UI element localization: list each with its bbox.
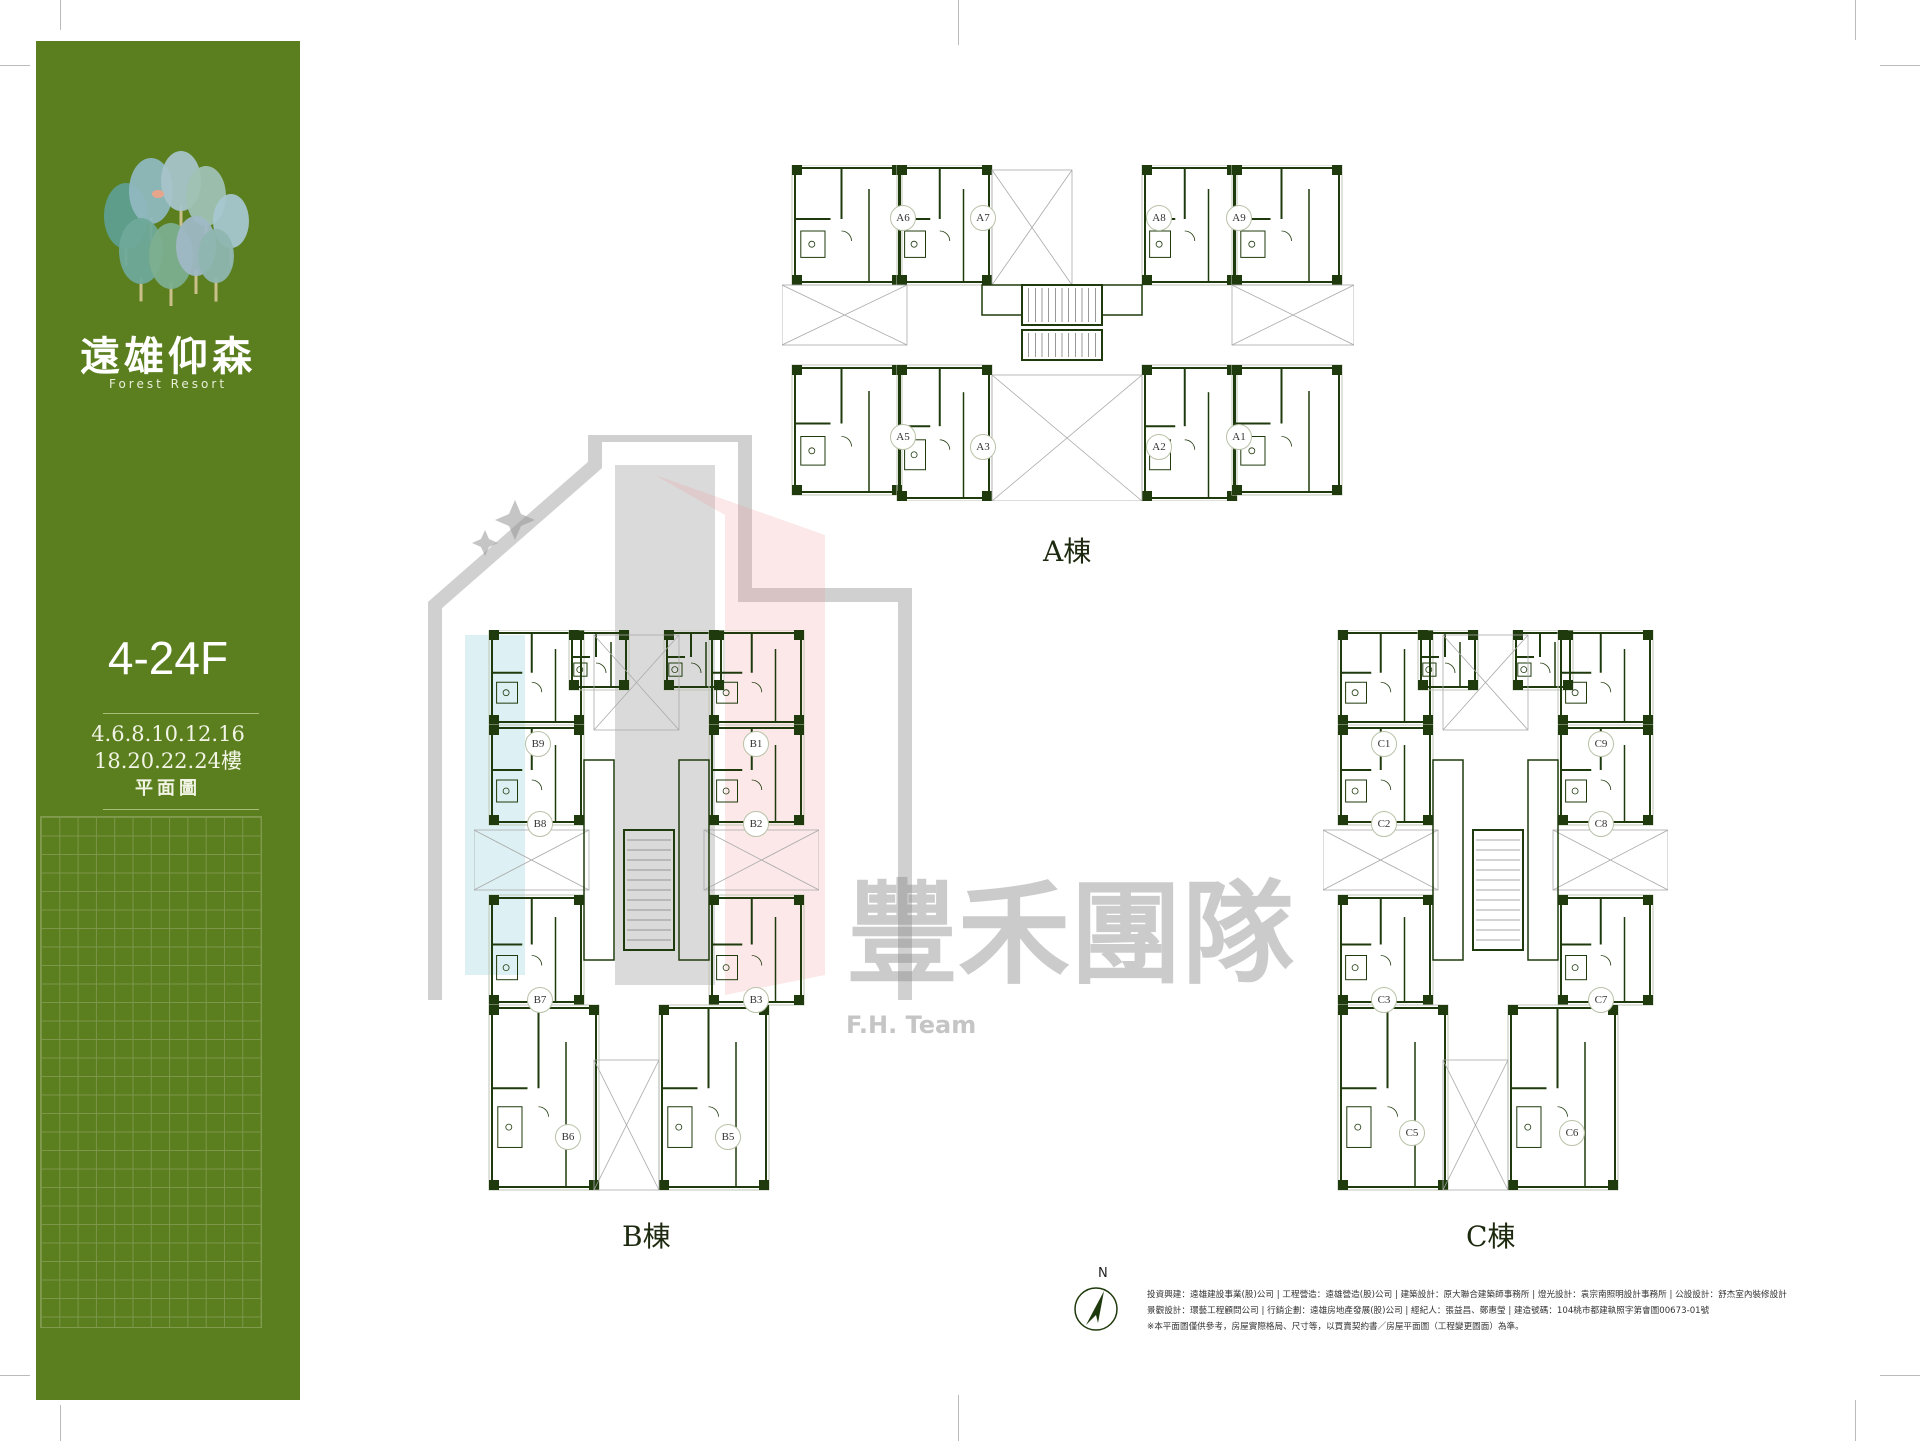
divider <box>103 809 259 810</box>
credits-line: ※本平面圖僅供參考，房屋實際格局、尺寸等，以買賣契約書／房屋平面圖（工程變更圖面… <box>1147 1322 1524 1332</box>
unit-label[interactable]: B1 <box>743 731 769 757</box>
unit-label[interactable]: A1 <box>1226 424 1252 450</box>
crop-mark <box>958 1395 959 1441</box>
crop-mark <box>60 0 61 30</box>
unit-label[interactable]: C7 <box>1588 987 1614 1013</box>
unit-label[interactable]: B9 <box>525 731 551 757</box>
tower-a-floor-plan: A6 A7 A8 A9 A5 A3 A2 A1 <box>782 165 1354 501</box>
unit-label[interactable]: C8 <box>1588 811 1614 837</box>
unit-label[interactable]: B3 <box>743 987 769 1013</box>
unit-label[interactable]: C1 <box>1371 731 1397 757</box>
floor-plan-walls <box>1323 630 1668 1191</box>
watermark-house-logo-icon <box>428 435 912 1000</box>
unit-label[interactable]: B5 <box>715 1124 741 1150</box>
divider <box>103 713 259 714</box>
unit-label[interactable]: B7 <box>527 987 553 1013</box>
unit-label[interactable]: A3 <box>970 434 996 460</box>
unit-label[interactable]: A6 <box>890 205 916 231</box>
credits-line: 投資興建：遠雄建設事業(股)公司 | 工程營造：遠雄營造(股)公司 | 建築設計… <box>1147 1290 1787 1300</box>
tower-b-label: B棟 <box>622 1220 671 1253</box>
crop-mark <box>0 65 30 66</box>
tower-c-label: C棟 <box>1466 1220 1516 1253</box>
watermark-text-en: F.H. Team <box>846 1011 977 1039</box>
unit-label[interactable]: A5 <box>890 424 916 450</box>
unit-label[interactable]: A2 <box>1146 434 1172 460</box>
unit-label[interactable]: C9 <box>1588 731 1614 757</box>
floor-plan-walls <box>782 165 1354 501</box>
credits: 投資興建：遠雄建設事業(股)公司 | 工程營造：遠雄營造(股)公司 | 建築設計… <box>1147 1287 1787 1335</box>
floor-list-line2: 18.20.22.24樓 <box>94 749 242 773</box>
trees-logo-icon <box>104 151 249 306</box>
crop-mark <box>1880 65 1920 66</box>
floor-plan-walls <box>474 630 819 1191</box>
watermark-text: 豐禾團隊 <box>846 870 1294 1000</box>
tower-b-floor-plan: B9 B1 B8 B2 B7 B3 B6 B5 <box>474 630 819 1196</box>
project-title: 遠雄仰森 <box>80 333 256 380</box>
crop-mark <box>1855 0 1856 40</box>
unit-label[interactable]: C5 <box>1399 1120 1425 1146</box>
unit-label[interactable]: B6 <box>555 1124 581 1150</box>
crop-mark <box>1880 1375 1920 1376</box>
tower-a-label: A棟 <box>1043 535 1092 568</box>
unit-label[interactable]: A8 <box>1146 205 1172 231</box>
crop-mark <box>958 0 959 45</box>
crop-mark <box>0 1375 30 1376</box>
crop-mark <box>1855 1400 1856 1441</box>
unit-label[interactable]: A9 <box>1226 205 1252 231</box>
project-subtitle: Forest Resort <box>108 377 228 391</box>
unit-label[interactable]: A7 <box>970 205 996 231</box>
unit-label[interactable]: C6 <box>1559 1120 1585 1146</box>
credits-line: 景觀設計：環藝工程顧問公司 | 行銷企劃：遠雄房地產發展(股)公司 | 經紀人：… <box>1147 1306 1710 1316</box>
plan-label: 平面圖 <box>135 778 201 799</box>
sidebar: 遠雄仰森 Forest Resort 4-24F 4.6.8.10.12.16 … <box>36 41 300 1400</box>
compass-icon <box>1074 1287 1118 1331</box>
unit-label[interactable]: B2 <box>743 811 769 837</box>
floor-list-line1: 4.6.8.10.12.16 <box>91 722 245 746</box>
unit-label[interactable]: B8 <box>527 811 553 837</box>
unit-label[interactable]: C3 <box>1371 987 1397 1013</box>
floor-range: 4-24F <box>107 632 229 684</box>
crop-mark <box>60 1405 61 1441</box>
decorative-grid <box>40 816 262 1328</box>
compass-north-label: N <box>1098 1266 1108 1281</box>
tower-c-floor-plan: C1 C9 C2 C8 C3 C7 C5 C6 <box>1323 630 1668 1196</box>
unit-label[interactable]: C2 <box>1371 811 1397 837</box>
